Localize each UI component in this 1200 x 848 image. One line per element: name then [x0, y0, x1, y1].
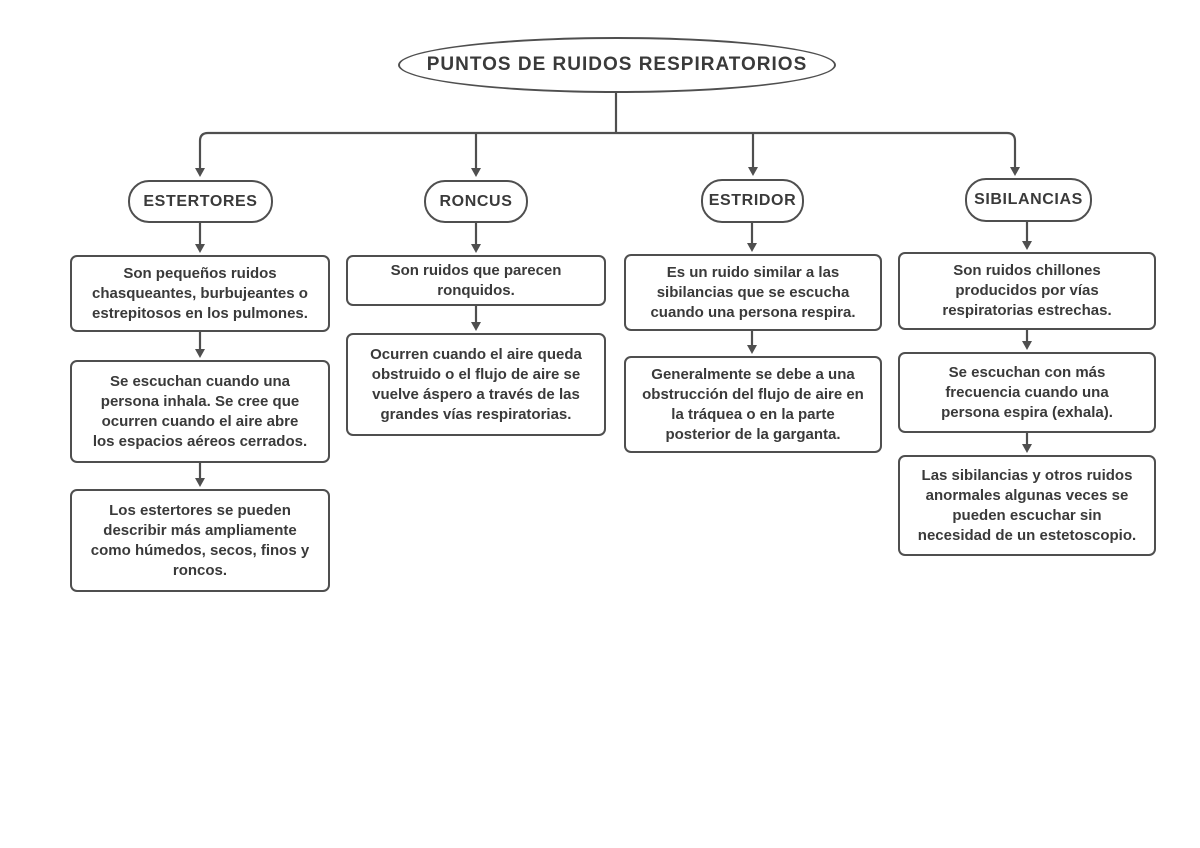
note-box: Generalmente se debe a una obstrucción d… [624, 356, 882, 453]
note-box: Es un ruido similar a las sibilancias qu… [624, 254, 882, 331]
note-box: Los estertores se pueden describir más a… [70, 489, 330, 592]
note-box: Se escuchan con más frecuencia cuando un… [898, 352, 1156, 433]
branch-node-estertores: ESTERTORES [128, 180, 273, 223]
note-box: Son pequeños ruidos chasqueantes, burbuj… [70, 255, 330, 332]
note-box: Son ruidos que parecen ronquidos. [346, 255, 606, 306]
note-box: Son ruidos chillones producidos por vías… [898, 252, 1156, 330]
branch-node-estridor: ESTRIDOR [701, 179, 804, 223]
root-node: PUNTOS DE RUIDOS RESPIRATORIOS [398, 37, 836, 93]
note-box: Ocurren cuando el aire queda obstruido o… [346, 333, 606, 436]
note-box: Se escuchan cuando una persona inhala. S… [70, 360, 330, 463]
branch-node-sibilancias: SIBILANCIAS [965, 178, 1092, 222]
branch-node-roncus: RONCUS [424, 180, 528, 223]
trunk-line [198, 131, 1017, 142]
note-box: Las sibilancias y otros ruidos anormales… [898, 455, 1156, 556]
